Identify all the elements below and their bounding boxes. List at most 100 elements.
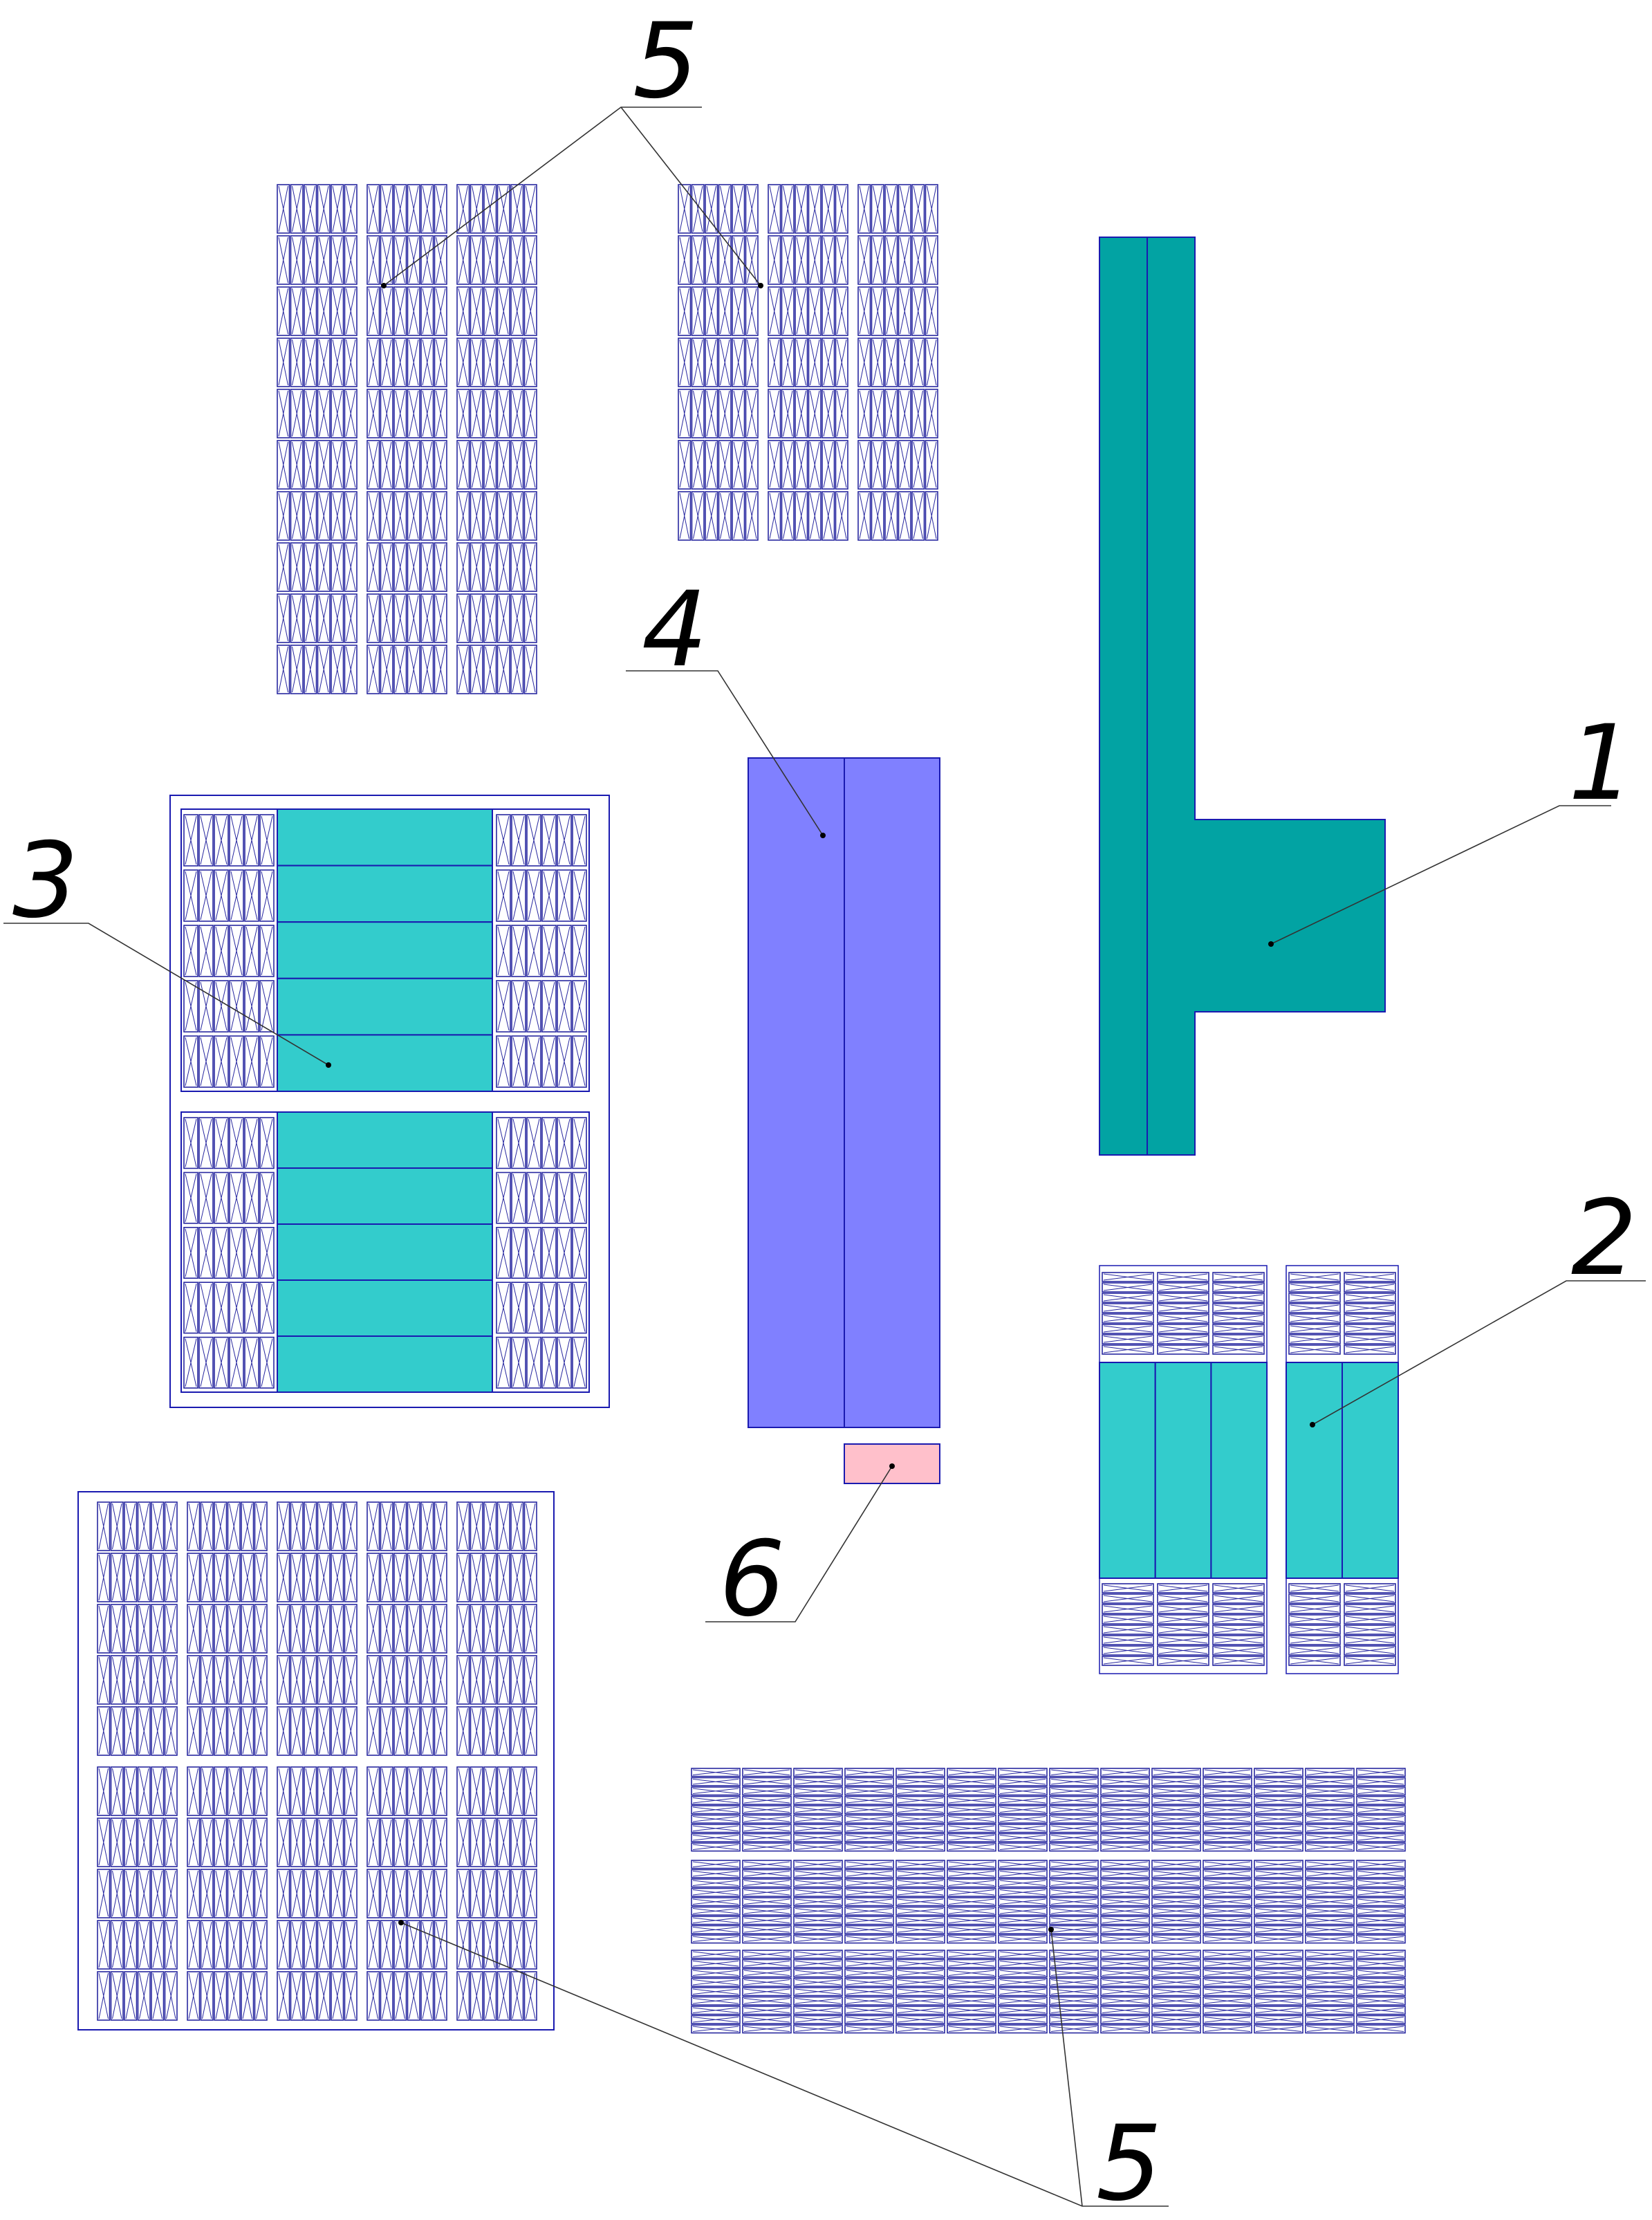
crate-unit <box>254 1706 268 1756</box>
crate-unit <box>483 1971 497 2021</box>
crate-unit <box>434 184 447 234</box>
crate-unit <box>844 1996 894 2006</box>
crate-unit <box>526 925 541 977</box>
crate-unit <box>97 1604 111 1654</box>
crate-unit <box>290 1766 304 1816</box>
crate-unit <box>1344 1593 1396 1604</box>
crate-unit <box>895 1987 945 1997</box>
crate-unit <box>998 2024 1048 2034</box>
crate-unit <box>317 645 331 694</box>
crate-unit <box>808 235 822 285</box>
crate-unit <box>456 1766 470 1816</box>
crate-unit <box>895 2024 945 2034</box>
crate-unit <box>277 235 290 285</box>
crate-unit <box>187 1766 201 1816</box>
crate-unit <box>331 1817 344 1867</box>
crate-unit <box>187 1869 201 1918</box>
crate-unit <box>793 1833 843 1842</box>
crate-unit <box>380 1553 393 1602</box>
crate-unit <box>947 2006 996 2015</box>
crate-unit <box>229 1336 244 1389</box>
crate-unit <box>732 337 745 387</box>
crate-unit <box>366 1501 380 1551</box>
crate-unit <box>456 1920 470 1970</box>
crate-unit <box>1049 1805 1099 1815</box>
crate-unit <box>244 980 259 1033</box>
crate-unit <box>407 491 420 541</box>
crate-unit <box>366 593 380 643</box>
crate-unit <box>998 1777 1048 1786</box>
crate-unit <box>510 1766 524 1816</box>
crate-unit <box>523 1766 537 1816</box>
crate-unit <box>277 1817 290 1867</box>
crate-unit <box>742 1959 792 1968</box>
crate-unit <box>742 1916 792 1925</box>
item-2-slab <box>1154 1362 1212 1579</box>
crate-unit <box>808 491 822 541</box>
crate-unit <box>304 235 317 285</box>
crate-unit <box>277 286 290 336</box>
crate-unit <box>393 1920 407 1970</box>
crate-unit <box>229 1117 244 1169</box>
crate-unit <box>1203 1887 1252 1897</box>
crate-unit <box>947 1814 996 1824</box>
crate-unit <box>470 1920 483 1970</box>
crate-unit <box>470 1766 483 1816</box>
crate-unit <box>998 1824 1048 1833</box>
crate-unit <box>998 1878 1048 1888</box>
crate-unit <box>844 1950 894 1959</box>
crate-unit <box>344 337 358 387</box>
crate-unit <box>808 440 822 490</box>
crate-unit <box>895 1887 945 1897</box>
crate-unit <box>1151 2006 1201 2015</box>
crate-unit <box>420 645 434 694</box>
crate-unit <box>483 1706 497 1756</box>
crate-unit <box>947 1795 996 1805</box>
crate-unit <box>456 235 470 285</box>
item-3-outer-frame <box>169 795 610 1408</box>
crate-unit <box>241 1501 254 1551</box>
crate-unit <box>496 542 510 592</box>
crate-unit <box>304 1706 317 1756</box>
crate-unit <box>331 440 344 490</box>
item-3-slab <box>277 1111 493 1169</box>
crate-unit <box>691 1977 741 1987</box>
crate-unit <box>407 542 420 592</box>
crate-unit <box>470 1817 483 1867</box>
crate-unit <box>393 593 407 643</box>
crate-unit <box>844 2024 894 2034</box>
crate-unit <box>200 1817 214 1867</box>
crate-unit <box>1157 1272 1209 1282</box>
crate-unit <box>947 1906 996 1916</box>
item-3-slab <box>277 808 493 867</box>
crate-unit <box>393 645 407 694</box>
crate-unit <box>331 235 344 285</box>
crate-unit <box>1049 1996 1099 2006</box>
crate-unit <box>227 1706 241 1756</box>
crate-unit <box>523 542 537 592</box>
crate-unit <box>200 1869 214 1918</box>
crate-unit <box>290 1604 304 1654</box>
crate-unit <box>1305 1777 1355 1786</box>
crate-unit <box>290 440 304 490</box>
crate-unit <box>844 2015 894 2024</box>
crate-unit <box>1356 1795 1406 1805</box>
crate-unit <box>229 980 244 1033</box>
crate-unit <box>523 1817 537 1867</box>
crate-unit <box>541 1035 557 1088</box>
crate-unit <box>898 337 911 387</box>
crate-unit <box>331 1553 344 1602</box>
crate-unit <box>1102 1625 1154 1635</box>
crate-unit <box>844 1878 894 1888</box>
crate-unit <box>844 1805 894 1815</box>
crate-unit <box>110 1501 124 1551</box>
crate-unit <box>557 1172 572 1224</box>
crate-unit <box>214 1655 228 1705</box>
crate-unit <box>1212 1313 1265 1324</box>
crate-unit <box>198 814 214 867</box>
crate-unit <box>183 1172 198 1224</box>
leader-dot-5-top-right <box>758 283 763 288</box>
crate-unit <box>317 1971 331 2021</box>
crate-unit <box>511 925 526 977</box>
crate-unit <box>1049 2024 1099 2034</box>
